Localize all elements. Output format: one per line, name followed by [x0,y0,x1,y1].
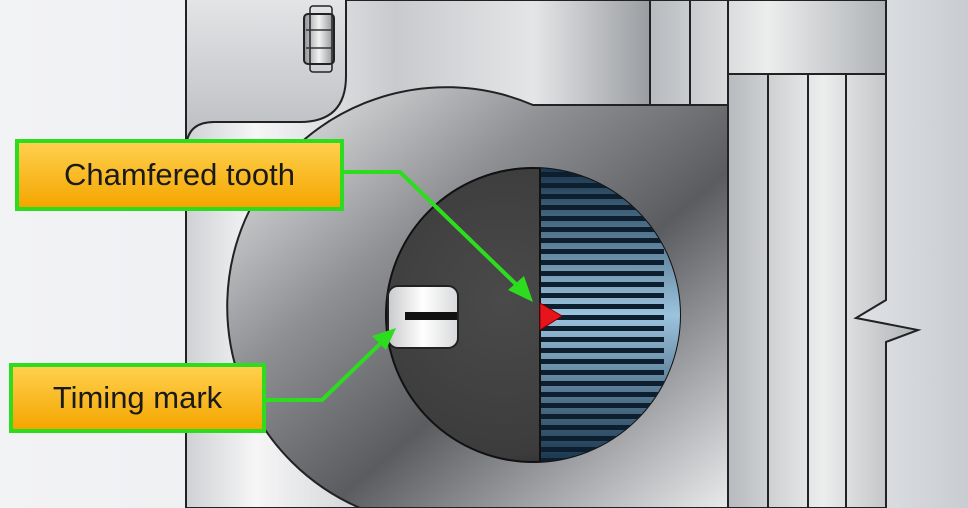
gear-tooth-gap [540,216,664,221]
gear-tooth-gap [540,238,664,243]
gear-tooth-gap [540,403,664,408]
leader-chamfered-tooth [342,170,533,302]
gear-tooth-gap [540,359,664,364]
bolt-head-icon [303,5,335,73]
gear-tooth-gap [540,183,664,188]
gear-tooth-gap [540,436,664,441]
leader-timing-mark [262,328,396,402]
gear-tooth-gap [540,381,664,386]
gear-tooth-gap [540,282,664,287]
side-plates [649,0,922,508]
gear-tooth-gap [540,348,664,353]
gear-tooth-gap [540,337,664,342]
callout-chamfered-tooth: Chamfered tooth [15,139,344,211]
gear-tooth-gap [540,260,664,265]
callout-timing-mark: Timing mark [9,363,266,433]
gear-tooth-gap [540,293,664,298]
gear-tooth-gap [540,392,664,397]
gear-tooth-gap [540,315,664,320]
timing-mark-pointer [387,285,459,349]
gear-tooth-gap [540,370,664,375]
gear-tooth-gap [540,326,664,331]
gear-tooth-gap [540,414,664,419]
chamfered-tooth-marker [539,302,563,331]
gear-tooth-gap [540,205,664,210]
gear-tooth-gap [540,271,664,276]
gear-tooth-gap [540,249,664,254]
gear-tooth-gap [540,194,664,199]
gear-tooth-gap [540,425,664,430]
gear-tooth-gap [540,227,664,232]
timing-window [385,167,681,463]
gear-tooth-gap [540,304,664,309]
